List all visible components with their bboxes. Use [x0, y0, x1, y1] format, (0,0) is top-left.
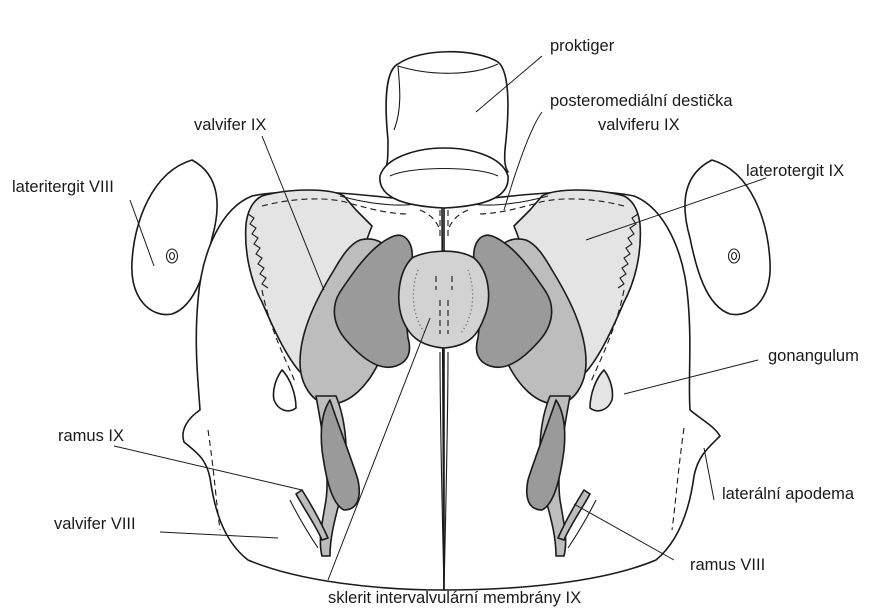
label-valvifer-viii: valvifer VIII: [54, 515, 136, 533]
lateritergit-viii-right: [685, 160, 770, 315]
label-ramus-viii: ramus VIII: [690, 556, 765, 574]
label-gonangulum: gonangulum: [768, 347, 859, 365]
label-valvifer-ix: valvifer IX: [194, 116, 266, 134]
label-laterotergit-ix: laterotergit IX: [746, 162, 844, 180]
label-valviferu-ix: valviferu IX: [598, 116, 680, 134]
label-ramus-ix: ramus IX: [58, 427, 124, 445]
label-sklerit-intervalvularni-membrany: sklerit intervalvulární membrány IX: [328, 589, 581, 607]
label-posteromedialni-desticka: posteromediální destička: [550, 92, 733, 110]
proktiger-base: [380, 148, 508, 208]
label-lateritergit-viii: lateritergit VIII: [12, 178, 114, 196]
label-proktiger: proktiger: [550, 37, 615, 55]
sklerit-intervalvularni-membrany: [399, 251, 489, 348]
label-lateralni-apodema: laterální apodema: [722, 485, 855, 503]
